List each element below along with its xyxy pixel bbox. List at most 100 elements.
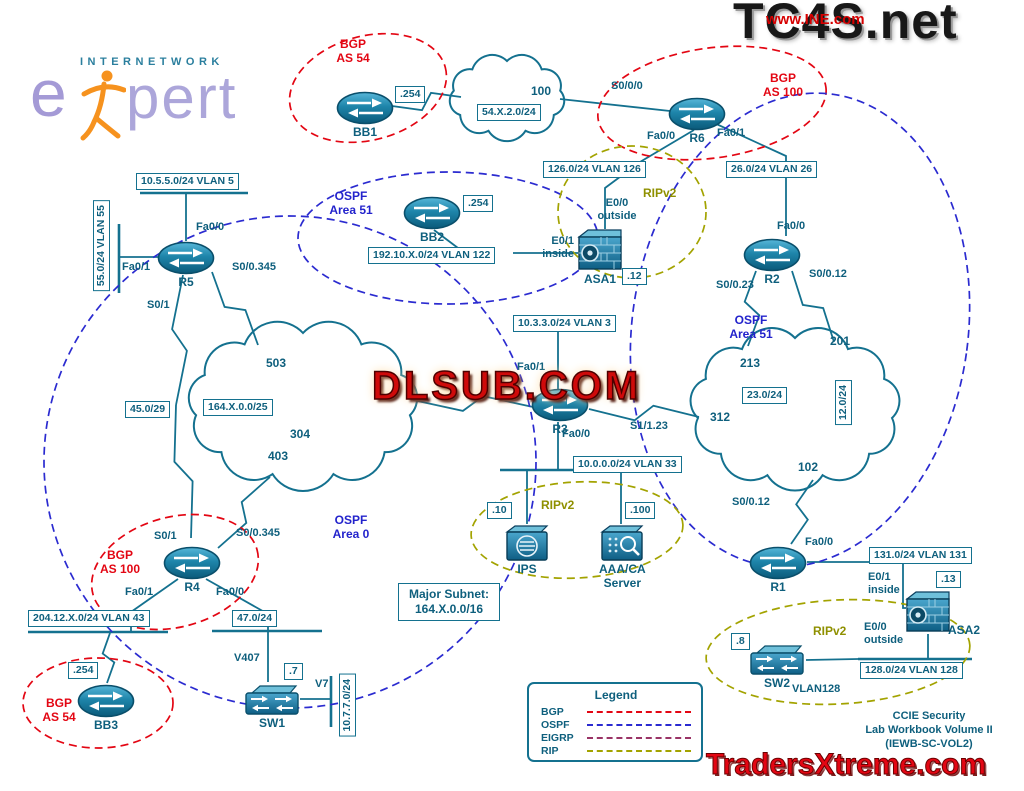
device-sw1: SW1 [244, 684, 300, 730]
device-sw2: SW2 [749, 644, 805, 690]
firewall-icon [905, 590, 951, 634]
legend-label-eigrp: EIGRP [541, 731, 574, 744]
subnet-box-vlan3: 10.3.3.0/24 VLAN 3 [513, 315, 616, 332]
subnet-box-45-0-29: 45.0/29 [125, 401, 171, 418]
iface-r6-fa00: Fa0/0 [647, 130, 676, 142]
aaa-server-icon [600, 524, 644, 562]
device-label: ASA1 [583, 272, 616, 286]
subnet-box-vlan131: 131.0/24 VLAN 131 [869, 547, 972, 564]
iface-r5-fa00: Fa0/0 [196, 221, 225, 233]
legend: Legend BGP OSPF EIGRP RIP [527, 682, 703, 762]
legend-dash-ospf [587, 724, 691, 726]
ine-url-text: www.INE.com [766, 11, 865, 28]
major-subnet-box: Major Subnet: 164.X.0.0/16 [398, 583, 500, 621]
iface-r3-fa01: Fa0/1 [517, 361, 546, 373]
subnet-box-vlan26: 26.0/24 VLAN 26 [726, 161, 818, 178]
iface-asa2-e00-zone: outside [864, 634, 904, 646]
device-label: R1 [770, 580, 786, 594]
legend-label-rip: RIP [541, 744, 559, 757]
zone-line2: AS 100 [762, 85, 804, 99]
addr-box-aaa: .100 [625, 502, 656, 519]
addr-box-bb2: .254 [463, 195, 494, 212]
addr-box-sw2: .8 [731, 633, 750, 650]
zone-bgp-as100-top: BGP AS 100 [747, 71, 819, 99]
legend-dash-rip [587, 750, 691, 752]
device-label: BB1 [352, 125, 377, 139]
switch-icon [244, 684, 300, 716]
zone-line2: Area 51 [729, 327, 773, 341]
device-label: R6 [689, 131, 705, 145]
subnet-box-164x: 164.X.0.0/25 [203, 399, 273, 416]
device-label-2: Server [603, 576, 642, 590]
cloud-label-100: 100 [531, 84, 552, 98]
iface-r6-s000: S0/0/0 [611, 80, 643, 92]
subnet-box-12-0-24: 12.0/24 [835, 380, 852, 426]
subnet-box-vlan128: 128.0/24 VLAN 128 [860, 662, 963, 679]
iface-r5-s00345: S0/0.345 [232, 261, 277, 273]
subnet-box-54x2: 54.X.2.0/24 [477, 104, 541, 121]
device-label: R3 [552, 422, 568, 436]
zone-line2: AS 100 [99, 562, 141, 576]
internetwork-expert-logo: INTERNETWORK e pert [16, 40, 286, 141]
subnet-box-vlan43: 204.12.X.0/24 VLAN 43 [28, 610, 150, 627]
iface-asa1-e01-name: E0/1 [551, 235, 574, 247]
label-vlan128: VLAN128 [792, 683, 841, 695]
addr-box-asa2: .13 [936, 571, 961, 588]
device-label: AAA/CA [599, 562, 646, 576]
iface-asa2-e01: E0/1 inside [868, 571, 908, 597]
subnet-box-47-0-24: 47.0/24 [232, 610, 278, 627]
device-label-asa2: ASA2 [948, 623, 981, 637]
zone-line1: OSPF [334, 513, 368, 527]
logo-person-icon [80, 70, 126, 141]
device-label: BB2 [419, 230, 444, 244]
iface-asa1-e00: E0/0 outside [594, 197, 640, 223]
zone-line2: AS 54 [42, 710, 76, 724]
legend-title: Legend [594, 688, 638, 702]
device-r4: R4 [163, 546, 221, 594]
zone-ospf-area0: OSPF Area 0 [314, 513, 388, 541]
iface-asa1-e01-zone: inside [542, 248, 574, 260]
zone-line1: BGP [339, 37, 366, 51]
subnet-box-vlan33: 10.0.0.0/24 VLAN 33 [573, 456, 682, 473]
router-icon [163, 546, 221, 580]
device-asa1: ASA1 [577, 228, 623, 286]
subnet-box-10-7-7: 10.7.7.0/24 [339, 674, 356, 737]
legend-row-eigrp: EIGRP [541, 731, 691, 744]
zone-line1: OSPF [334, 189, 368, 203]
zone-line1: OSPF [734, 313, 768, 327]
iface-r1-fa00: Fa0/0 [805, 536, 834, 548]
iface-r5-s01: S0/1 [147, 299, 170, 311]
device-r2: R2 [743, 238, 801, 286]
addr-box-bb3: .254 [68, 662, 99, 679]
zone-line1: BGP [106, 548, 133, 562]
iface-r6-fa01: Fa0/1 [717, 127, 746, 139]
major-subnet-line2: 164.X.0.0/16 [414, 602, 484, 616]
cloud-label-312: 312 [710, 410, 731, 424]
subnet-box-vlan122: 192.10.X.0/24 VLAN 122 [368, 247, 496, 264]
iface-r1-s0012: S0/0.12 [732, 496, 770, 508]
cloud-label-201: 201 [830, 334, 851, 348]
iface-r2-fa00: Fa0/0 [777, 220, 806, 232]
iface-r4-fa00: Fa0/0 [216, 586, 245, 598]
device-ips: IPS [505, 524, 549, 576]
device-label: SW2 [763, 676, 790, 690]
router-icon [336, 91, 394, 125]
zone-ripv2-bottom: RIPv2 [813, 624, 847, 638]
cloud-label-503: 503 [266, 356, 287, 370]
credits-line2: Lab Workbook Volume II [865, 724, 993, 736]
router-icon [743, 238, 801, 272]
subnet-box-23-0-24: 23.0/24 [742, 387, 788, 404]
device-bb1: BB1 [336, 91, 394, 139]
zone-bgp-as54-top: BGP AS 54 [318, 37, 388, 65]
zone-bgp-as54-bottom: BGP AS 54 [24, 696, 94, 724]
device-asa2 [905, 590, 951, 634]
addr-box-sw1: .7 [284, 663, 303, 680]
router-icon [668, 97, 726, 131]
zone-line1: BGP [45, 696, 72, 710]
device-aaa-server: AAA/CA Server [599, 524, 646, 590]
device-label: R2 [764, 272, 780, 286]
cloud-label-102: 102 [798, 460, 819, 474]
tradersxtreme-watermark: TradersXtreme.com [705, 748, 987, 782]
label-v7: V7 [315, 678, 329, 690]
